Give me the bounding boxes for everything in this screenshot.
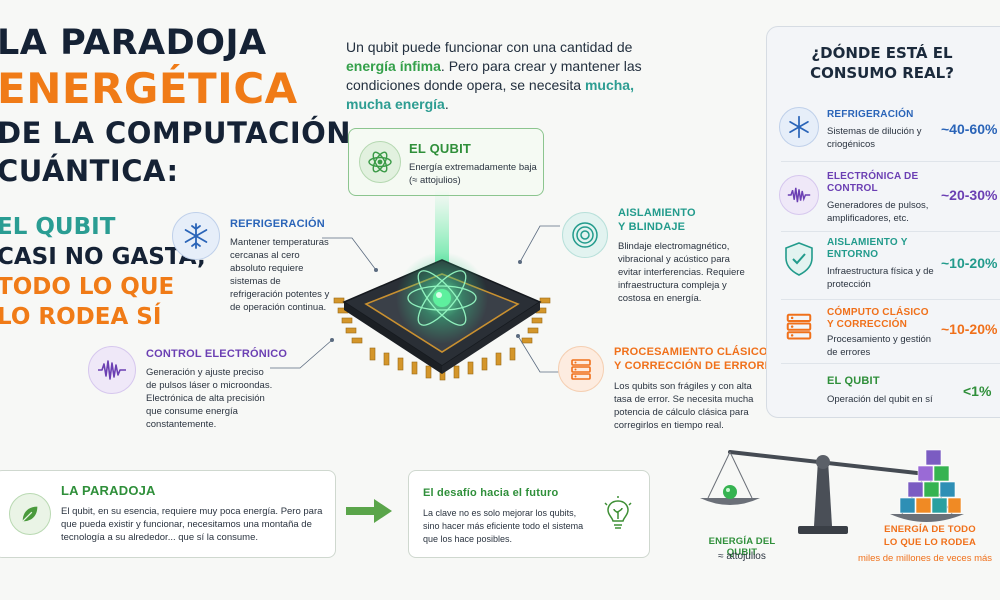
- snowflake-icon: [779, 107, 819, 147]
- future-desc: La clave no es solo mejorar los qubits, …: [423, 508, 584, 544]
- aislamiento-label-1: AISLAMIENTO: [618, 207, 696, 219]
- panel-title-1: ¿DÓNDE ESTÁ EL: [811, 44, 953, 62]
- future-title: El desafío hacia el futuro: [423, 487, 559, 499]
- refrigeracion-desc: Mantener temperaturas cercanas al cero a…: [230, 237, 330, 313]
- panel-item-desc: Operación del qubit en sí: [827, 394, 933, 405]
- divider: [781, 231, 1000, 232]
- scale-left-label: ENERGÍA DEL QUBIT: [708, 536, 776, 558]
- shield-icon: [783, 241, 815, 277]
- paradox-title: LA PARADOJA: [61, 483, 156, 498]
- refrigeracion-label: REFRIGERACIÓN: [230, 218, 325, 230]
- shield-rings-icon: [562, 212, 608, 258]
- panel-item-label: ELECTRÓNICA DE: [827, 171, 919, 182]
- leaf-icon: [9, 493, 51, 535]
- quantum-chip-illustration: [333, 190, 551, 381]
- arrow-right-icon: [346, 499, 392, 523]
- subtitle-line-2: CASI NO GASTA,: [0, 244, 206, 270]
- panel-item-label: CÓMPUTO CLÁSICO: [827, 307, 929, 318]
- panel-item-desc: Procesamiento y gestión de errores: [827, 334, 932, 358]
- waveform-icon: [779, 175, 819, 215]
- lightbulb-icon: [603, 495, 633, 535]
- panel-item-label: AISLAMIENTO Y: [827, 237, 908, 248]
- procesamiento-label-1: PROCESAMIENTO CLÁSICO: [614, 346, 768, 358]
- title-line-4: CUÁNTICA:: [0, 154, 179, 188]
- panel-item-pct: ~10-20%: [941, 255, 998, 271]
- subtitle-line-1: EL QUBIT: [0, 214, 116, 240]
- subtitle-line-3: TODO LO QUE: [0, 274, 175, 300]
- procesamiento-label-2: Y CORRECCIÓN DE ERRORES: [614, 360, 780, 372]
- panel-item-desc: Sistemas de dilución y criogénicos: [827, 126, 922, 150]
- scale-left-value: ≈ attojulios: [718, 551, 766, 562]
- control-label: CONTROL ELECTRÓNICO: [146, 348, 288, 360]
- title-line-2: ENERGÉTICA: [0, 64, 298, 113]
- panel-item-pct: ~10-20%: [941, 321, 998, 337]
- future-box: El desafío hacia el futuro La clave no e…: [408, 470, 650, 558]
- aislamiento-desc: Blindaje electromagnético, vibracional y…: [618, 241, 745, 304]
- panel-item-label-2: ENTORNO: [827, 249, 879, 260]
- panel-item-pct: <1%: [963, 383, 992, 399]
- panel-item-label-2: Y CORRECCIÓN: [827, 319, 908, 330]
- waveform-icon: [88, 346, 136, 394]
- consumption-panel: ¿DÓNDE ESTÁ EL CONSUMO REAL? REFRIGERACI…: [766, 26, 1000, 418]
- scale-right-label-2: LO QUE LO RODEA: [883, 537, 977, 548]
- scale-right-value: miles de millones de veces más: [857, 553, 993, 564]
- intro-text: Un qubit puede funcionar con una cantida…: [346, 39, 642, 112]
- procesamiento-desc: Los qubits son frágiles y con alta tasa …: [614, 381, 754, 431]
- atom-icon: [359, 141, 401, 183]
- title-line-3: DE LA COMPUTACIÓN: [0, 116, 352, 150]
- paradox-box: LA PARADOJA El qubit, en su esencia, req…: [0, 470, 336, 558]
- panel-item-desc: Infraestructura física y de protección: [827, 266, 934, 290]
- divider: [781, 299, 1000, 300]
- control-desc: Generación y ajuste preciso de pulsos lá…: [146, 367, 273, 430]
- title-line-1: LA PARADOJA: [0, 23, 267, 63]
- qubit-box: EL QUBIT Energía extremadamente baja (≈ …: [348, 128, 544, 196]
- server-icon: [558, 346, 604, 392]
- panel-item-pct: ~20-30%: [941, 187, 998, 203]
- panel-item-pct: ~40-60%: [941, 121, 998, 137]
- scale-right-label-1: ENERGÍA DE TODO: [884, 524, 976, 535]
- subtitle-line-4: LO RODEA SÍ: [0, 304, 162, 330]
- snowflake-icon: [172, 212, 220, 260]
- qubit-box-desc: Energía extremadamente baja (≈ attojulio…: [409, 162, 537, 186]
- paradox-desc: El qubit, en su esencia, requiere muy po…: [61, 506, 323, 543]
- aislamiento-label-2: Y BLINDAJE: [618, 221, 686, 233]
- divider: [781, 161, 1000, 162]
- server-icon: [783, 311, 815, 341]
- divider: [781, 363, 1000, 364]
- panel-item-label-2: CONTROL: [827, 183, 878, 194]
- panel-item-label: EL QUBIT: [827, 375, 880, 387]
- panel-item-desc: Generadores de pulsos, amplificadores, e…: [827, 200, 929, 224]
- panel-item-label: REFRIGERACIÓN: [827, 109, 914, 120]
- panel-title-2: CONSUMO REAL?: [810, 64, 954, 82]
- qubit-box-title: EL QUBIT: [409, 141, 472, 156]
- balance-scale: [700, 449, 964, 534]
